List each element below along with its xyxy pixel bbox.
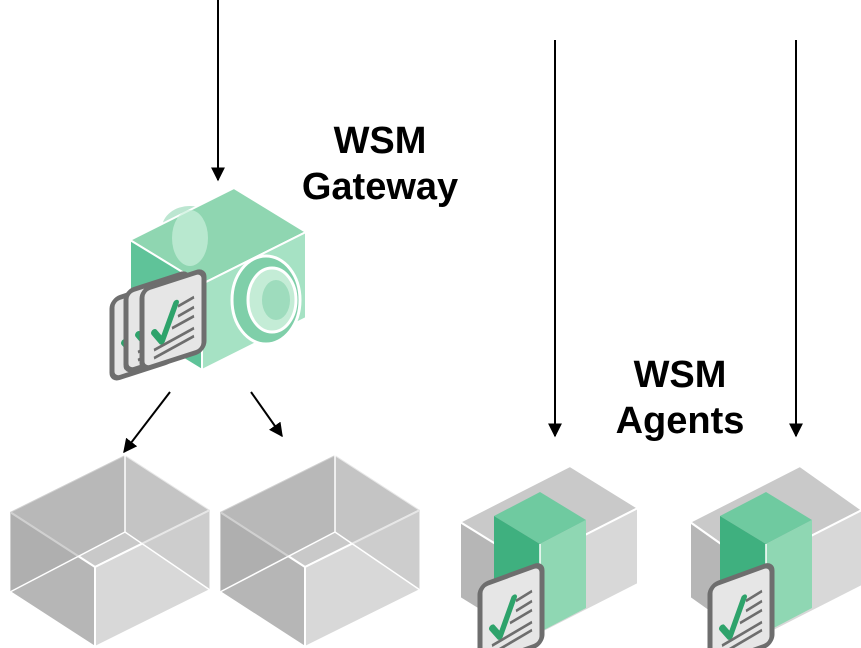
gateway-label-line1: WSM: [333, 120, 427, 162]
agents-label-line1: WSM: [633, 354, 727, 396]
gateway-label: WSM Gateway: [280, 118, 480, 210]
gateway-box-icon: [127, 186, 309, 372]
server-box-icon: [9, 454, 211, 648]
policy-card-icon: [142, 270, 204, 370]
gateway-label-line2: Gateway: [301, 166, 459, 208]
agents-label-line2: Agents: [615, 400, 745, 442]
arrow-gateway-to-server-2: [250, 391, 283, 438]
server-box-icon: [219, 454, 421, 648]
arrow-gateway-to-server-1: [123, 391, 171, 454]
agents-label: WSM Agents: [590, 352, 770, 444]
